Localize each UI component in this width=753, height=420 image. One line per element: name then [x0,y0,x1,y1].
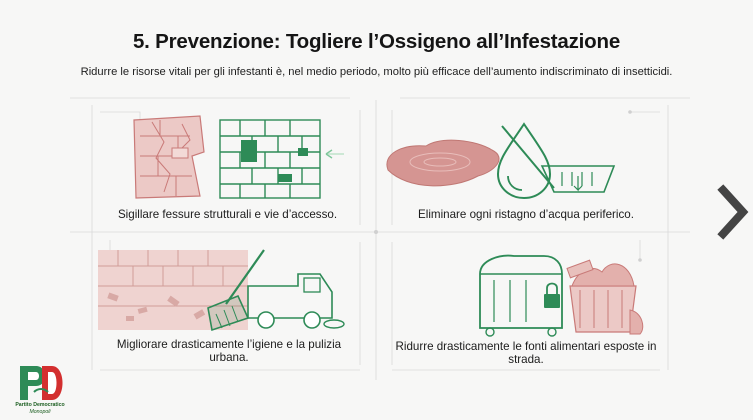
street-sweeper-icon [98,249,345,332]
chevron-right-icon [717,184,749,240]
caption-reduce-food-sources: Ridurre drasticamente le fonti alimentar… [395,340,657,366]
locked-dumpster-icon [479,254,644,337]
page-subtitle: Ridurre le risorse vitali per gli infest… [80,66,673,78]
next-slide-button[interactable] [712,180,752,244]
logo-name: Partito Democratico [15,402,65,408]
caption-improve-hygiene: Migliorare drasticamente l’igiene e la p… [116,338,342,364]
no-water-drop-icon [386,122,616,200]
caption-eliminate-water: Eliminare ogni ristagno d’acqua periferi… [418,208,634,221]
logo-city: Monopoli [29,409,51,415]
sealed-wall-icon [133,115,344,199]
party-logo [20,366,63,400]
caption-seal-cracks: Sigillare fessure strutturali e vie d’ac… [117,208,338,221]
page-title: 5. Prevenzione: Togliere l’Ossigeno all’… [132,30,621,53]
